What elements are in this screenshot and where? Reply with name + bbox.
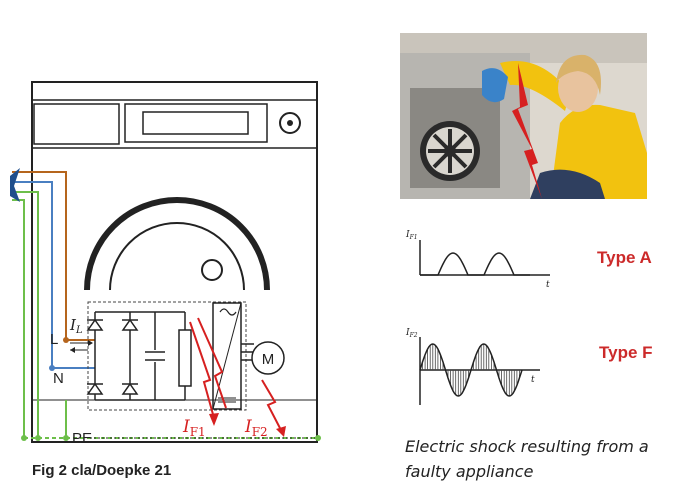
plug-icon xyxy=(10,168,20,202)
label-l: L xyxy=(50,331,58,348)
waveform-a xyxy=(420,252,530,276)
label-n: N xyxy=(53,370,64,387)
pe-dot-4 xyxy=(315,435,321,441)
type-a-ylabel: IF1 xyxy=(405,230,418,241)
terminal-l xyxy=(63,337,69,343)
inverter-tilde xyxy=(219,308,237,316)
label-pe: PE xyxy=(72,430,92,447)
label-if2: IF2 xyxy=(244,417,268,439)
fault-arrow-f1b xyxy=(197,317,227,409)
graph-type-a: IF1 t Type A xyxy=(405,230,652,290)
inverter-box xyxy=(212,302,242,410)
circuit-diagram: M IL L N PE IF1 IF2 xyxy=(10,81,321,447)
control-knob-center xyxy=(287,120,293,126)
brown-wire xyxy=(12,171,95,341)
graph-type-f: IF2 t Type F xyxy=(405,328,653,405)
capacitor xyxy=(145,312,165,400)
type-f-xlabel: t xyxy=(531,375,535,385)
type-a-xlabel: t xyxy=(546,280,550,290)
blue-wire xyxy=(12,181,95,369)
motor-label: M xyxy=(262,351,275,368)
door-handle xyxy=(201,259,223,281)
detergent-drawer xyxy=(33,103,120,145)
cloth-icon xyxy=(482,68,508,103)
type-a-label: Type A xyxy=(597,248,652,267)
photo-caption: Electric shock resulting from a faulty a… xyxy=(405,437,649,481)
door-inner-arc xyxy=(109,222,245,291)
display-window xyxy=(142,111,249,135)
electronics-block xyxy=(87,301,247,411)
waveform-f xyxy=(419,343,523,397)
label-il: IL xyxy=(69,316,83,336)
type-f-label: Type F xyxy=(599,343,653,362)
fault-arrow-f2 xyxy=(261,379,283,433)
rectifier-bridge xyxy=(86,311,160,401)
control-knob xyxy=(279,112,301,134)
display-panel xyxy=(124,103,268,143)
machine-body xyxy=(31,81,318,443)
terminal-n xyxy=(49,365,55,371)
door-outer-arc xyxy=(84,197,270,291)
label-if1: IF1 xyxy=(182,417,206,439)
pe-dot-2 xyxy=(35,435,41,441)
motor-icon xyxy=(251,341,285,375)
green-wire-2 xyxy=(12,199,25,438)
shock-photo xyxy=(400,33,647,199)
green-wire xyxy=(12,191,39,438)
pe-dot-1 xyxy=(21,435,27,441)
fault-arrow-f1 xyxy=(189,321,215,419)
resistor xyxy=(178,329,192,387)
figure-caption: Fig 2 cla/Doepke 21 xyxy=(32,462,172,479)
waveform-graphs: IF1 t Type A IF2 t Type F xyxy=(405,230,653,405)
type-f-ylabel: IF2 xyxy=(405,328,418,339)
